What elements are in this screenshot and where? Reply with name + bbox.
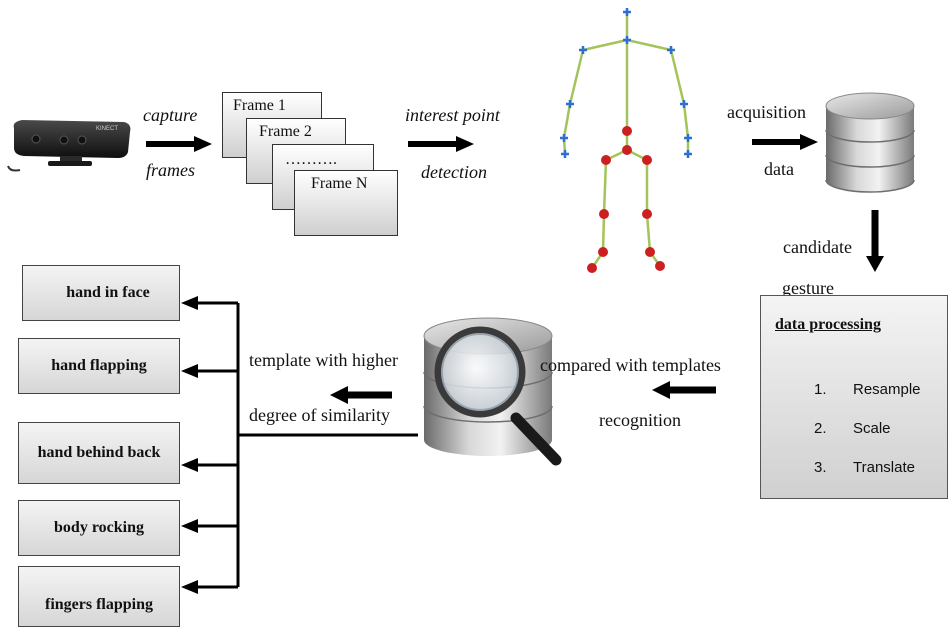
label-detection: detection [421, 162, 487, 182]
label-gesture: gesture [782, 278, 834, 298]
upper-joints [560, 8, 692, 158]
arrow-template-selection [330, 386, 392, 404]
gesture-hand-in-face-label: hand in face [66, 284, 150, 301]
frame-ellipsis-label: ………. [285, 151, 337, 168]
arrow-acquisition [752, 134, 818, 150]
frame-2-label: Frame 2 [259, 123, 312, 140]
step-1-number: 1. [814, 381, 827, 398]
gesture-hand-behind-back: hand behind back [18, 422, 180, 484]
gesture-hand-behind-back-label: hand behind back [37, 444, 161, 461]
label-frames: frames [146, 160, 195, 180]
step-3-label: Translate [853, 459, 915, 476]
label-capture: capture [143, 105, 198, 125]
label-interest-point: interest point [405, 105, 500, 125]
gesture-fingers-flapping-label: fingers flapping [44, 596, 153, 613]
step-2-label: Scale [853, 420, 891, 437]
label-compared-with-templates: compared with templates [540, 355, 721, 375]
label-candidate: candidate [783, 237, 852, 257]
kinect-sensor-icon [7, 120, 131, 172]
data-processing-box: data processing 1. Resample 2. Scale 3. … [760, 295, 948, 499]
database-icon [825, 92, 915, 193]
frame-1-label: Frame 1 [233, 97, 286, 114]
kinect-logo: KINECT [96, 126, 119, 132]
gesture-arrowheads [181, 296, 198, 594]
arrow-candidate-gesture [866, 210, 884, 272]
gesture-hand-flapping-label: hand flapping [51, 357, 147, 374]
step-1-label: Resample [853, 381, 921, 398]
arrow-recognition [652, 381, 716, 399]
gesture-hand-in-face: hand in face [22, 265, 180, 321]
arrow-capture [146, 136, 212, 152]
gesture-fingers-flapping: fingers flapping [18, 566, 180, 627]
label-data: data [764, 159, 794, 179]
lower-joints [587, 126, 665, 273]
frame-n: Frame N [294, 170, 398, 236]
gesture-hand-flapping: hand flapping [18, 338, 180, 394]
label-recognition: recognition [599, 410, 681, 430]
label-acquisition: acquisition [727, 102, 806, 122]
label-degree-of-similarity: degree of similarity [249, 405, 390, 425]
skeleton-figure [560, 8, 692, 273]
gesture-body-rocking-label: body rocking [54, 519, 144, 536]
arrow-interest-point [408, 136, 474, 152]
gesture-bracket [196, 301, 418, 589]
label-template-with-higher: template with higher [249, 350, 398, 370]
step-3-number: 3. [814, 459, 827, 476]
step-2-number: 2. [814, 420, 827, 437]
gesture-body-rocking: body rocking [18, 500, 180, 556]
frame-n-label: Frame N [311, 175, 368, 192]
data-processing-title: data processing [775, 316, 881, 333]
database-search-icon [423, 317, 562, 466]
